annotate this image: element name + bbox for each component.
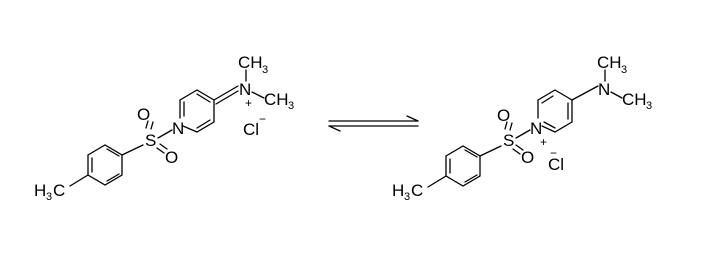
left-sulfur: S xyxy=(145,131,156,150)
right-chloride-label: Cl xyxy=(548,155,564,174)
right-structure: H 3 C S O O N + xyxy=(392,53,652,203)
left-oxygen-bottom: O xyxy=(165,148,178,167)
left-oxygen-top: O xyxy=(137,105,150,124)
left-methyl-top-sub: 3 xyxy=(262,64,268,76)
left-tolyl-methyl-h: H xyxy=(34,181,46,200)
right-chloride: Cl − xyxy=(548,146,564,174)
right-tolyl-methyl: H 3 C xyxy=(392,181,423,203)
left-structure: H 3 C S O O N xyxy=(34,53,294,203)
left-tolyl-methyl: H 3 C xyxy=(34,181,65,203)
left-methyl-right: CH xyxy=(264,90,289,109)
right-methyl-top-sub: 3 xyxy=(621,64,627,76)
right-methyl-right: CH xyxy=(622,90,647,109)
left-tolyl-ring xyxy=(69,144,144,187)
left-chloride: Cl − xyxy=(243,112,266,139)
right-tolyl-methyl-sub: 3 xyxy=(404,191,410,203)
right-chloride-charge: − xyxy=(550,146,557,160)
right-oxygen-bottom: O xyxy=(521,148,534,167)
left-tolyl-methyl-c: C xyxy=(53,181,65,200)
right-methyl-top: CH xyxy=(597,53,622,72)
left-iminium-charge: + xyxy=(245,96,252,110)
right-pyridine-ring: N + xyxy=(530,85,599,149)
left-iminium-nitrogen: N xyxy=(239,80,251,99)
right-tolyl-methyl-h: H xyxy=(392,181,404,200)
right-sulfur: S xyxy=(503,131,514,150)
left-methyl-right-sub: 3 xyxy=(288,100,294,112)
right-tolyl-methyl-c: C xyxy=(411,181,423,200)
right-amine: N CH 3 CH 3 xyxy=(597,53,652,112)
right-sulfonyl: S O O xyxy=(497,106,534,167)
equilibrium-arrow-icon xyxy=(328,115,419,132)
left-chloride-charge: − xyxy=(259,112,266,126)
right-methyl-right-sub: 3 xyxy=(646,100,652,112)
right-oxygen-top: O xyxy=(497,106,510,125)
left-ring-nitrogen: N xyxy=(172,119,184,138)
right-tolyl-ring xyxy=(427,145,502,188)
left-pyridine-ring: N xyxy=(172,85,239,138)
left-methyl-top: CH xyxy=(238,53,263,72)
left-sulfonyl: S O O xyxy=(137,105,178,167)
right-amine-nitrogen: N xyxy=(598,80,610,99)
left-tolyl-methyl-sub: 3 xyxy=(46,191,52,203)
right-ring-nitrogen: N xyxy=(530,119,542,138)
right-ring-charge: + xyxy=(540,135,547,149)
left-chloride-label: Cl xyxy=(243,120,259,139)
left-iminium: N + CH 3 CH 3 xyxy=(238,53,294,112)
